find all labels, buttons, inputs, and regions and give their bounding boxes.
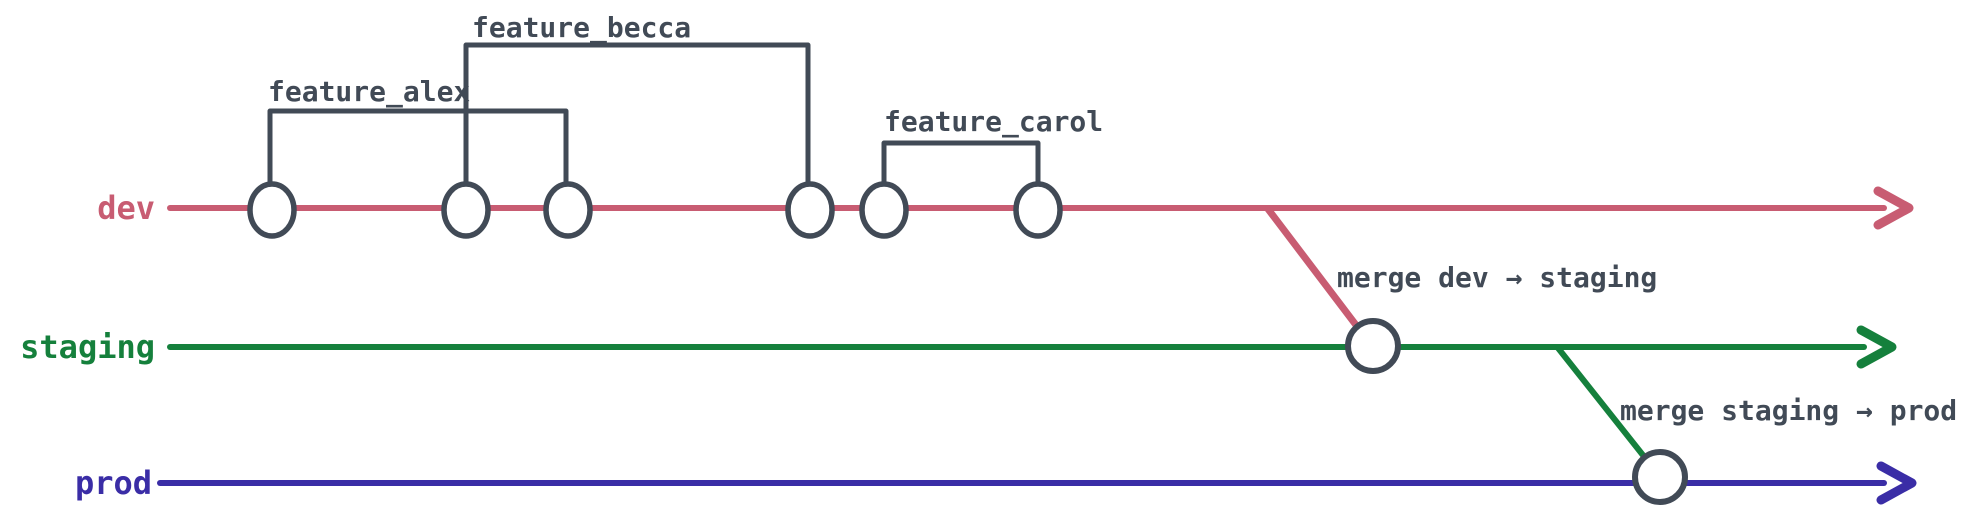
feature-labels: feature_alex feature_becca feature_carol <box>268 11 1103 138</box>
commit-node <box>247 181 297 239</box>
dev-commit-nodes <box>247 181 1063 239</box>
feature-label-becca: feature_becca <box>472 11 691 44</box>
merge-staging-to-prod-edge <box>1555 345 1649 462</box>
commit-node <box>785 181 835 239</box>
feature-alex-bracket <box>267 108 569 187</box>
feature-brackets <box>267 42 1041 187</box>
commit-node <box>441 181 491 239</box>
prod-arrowhead-icon <box>1876 461 1917 505</box>
feature-becca-bracket <box>463 42 811 187</box>
dev-arrowhead-icon <box>1873 186 1914 230</box>
branch-labels: dev staging prod <box>20 189 155 502</box>
merge-labels: merge dev → staging merge staging → prod <box>1337 261 1957 427</box>
commit-node <box>859 181 909 239</box>
merge-commit-nodes <box>1345 318 1688 505</box>
branch-label-staging: staging <box>20 328 155 366</box>
commit-node <box>1013 181 1063 239</box>
merge-label-staging-prod: merge staging → prod <box>1620 394 1957 427</box>
merge-commit-node-staging <box>1345 318 1401 374</box>
branch-label-dev: dev <box>97 189 155 227</box>
merge-label-dev-staging: merge dev → staging <box>1337 261 1657 294</box>
feature-label-alex: feature_alex <box>268 75 470 108</box>
commit-node <box>543 181 593 239</box>
merge-dev-to-staging-edge <box>1264 205 1363 333</box>
merge-commit-node-prod <box>1632 449 1688 505</box>
feature-label-carol: feature_carol <box>884 105 1103 138</box>
staging-arrowhead-icon <box>1856 325 1897 369</box>
branch-label-prod: prod <box>75 464 152 502</box>
merge-edges <box>1264 205 1649 462</box>
feature-carol-bracket <box>881 140 1041 187</box>
